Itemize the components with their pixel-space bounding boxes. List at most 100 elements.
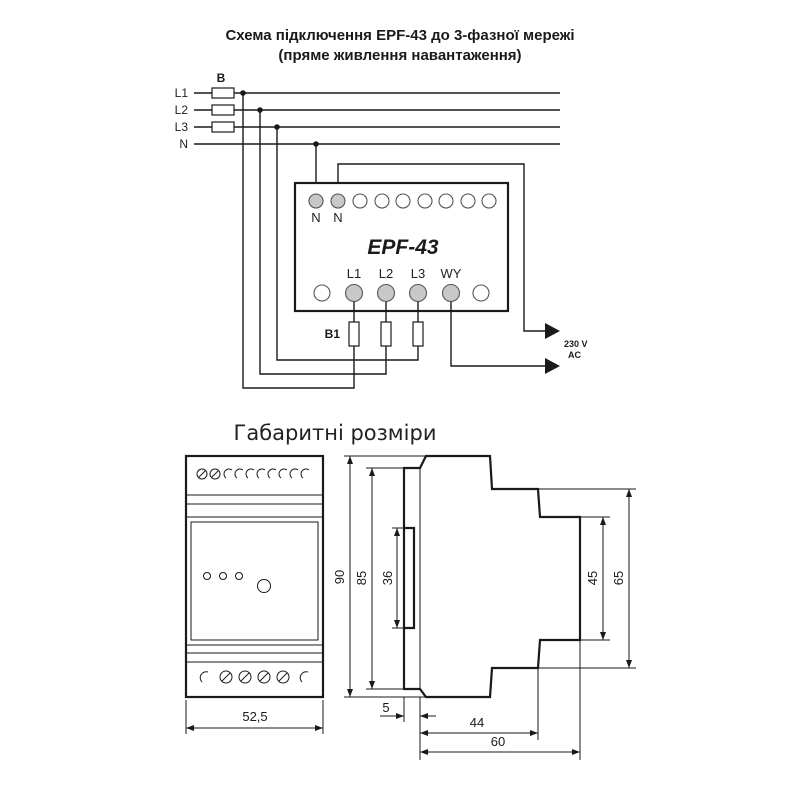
wire-l3-feed bbox=[276, 127, 419, 361]
dim-36-arrow-top bbox=[394, 528, 400, 536]
fuse-l2 bbox=[211, 104, 235, 116]
terminal-top-3 bbox=[223, 468, 233, 479]
terminal-bottom-wy bbox=[441, 283, 461, 303]
line-label-n: N bbox=[179, 137, 188, 151]
output-arrow-n bbox=[545, 323, 560, 339]
terminal-top-1 bbox=[308, 193, 324, 209]
terminal-bottom-1 bbox=[199, 671, 209, 683]
terminal-top-3 bbox=[352, 193, 368, 209]
led-2 bbox=[219, 572, 227, 580]
wire-l1-feed bbox=[242, 93, 355, 389]
terminal-label-n2: N bbox=[333, 210, 342, 225]
screw-bottom-3 bbox=[238, 670, 252, 684]
fuse-b1-label: B1 bbox=[325, 327, 341, 341]
terminal-label-wy: WY bbox=[441, 266, 462, 281]
b1-fuses bbox=[348, 321, 424, 347]
dim-44-label: 44 bbox=[470, 715, 484, 730]
wire-wy-output bbox=[450, 302, 545, 367]
wiring-diagram: Схема підключення EPF-43 до 3-фазної мер… bbox=[175, 27, 588, 389]
dim-45-arrow-top bbox=[600, 517, 606, 525]
terminal-top-7 bbox=[267, 468, 277, 479]
terminal-top-4 bbox=[234, 468, 244, 479]
screw-slot bbox=[259, 672, 269, 682]
terminal-bottom-l1 bbox=[344, 283, 364, 303]
terminal-top-8 bbox=[460, 193, 476, 209]
output-arrow-wy bbox=[545, 358, 560, 374]
dim-65-label: 65 bbox=[611, 571, 626, 585]
terminal-bottom-l3 bbox=[408, 283, 428, 303]
screw-bottom-2 bbox=[219, 670, 233, 684]
screw-slot bbox=[221, 672, 231, 682]
front-bottom-screws bbox=[199, 670, 309, 684]
wire-n-output bbox=[337, 163, 545, 332]
terminal-top-5 bbox=[395, 193, 411, 209]
dim-5-label: 5 bbox=[382, 700, 389, 715]
width-arrow-left bbox=[186, 725, 194, 731]
fuse-b1-l3 bbox=[412, 321, 424, 347]
din-rail-clip bbox=[404, 526, 416, 630]
adjust-knob bbox=[257, 579, 271, 593]
width-arrow-right bbox=[315, 725, 323, 731]
dim-90-label: 90 bbox=[332, 570, 347, 584]
terminal-top-9 bbox=[481, 193, 497, 209]
screw-slot bbox=[240, 672, 250, 682]
terminal-top-6 bbox=[256, 468, 266, 479]
output-ac-label: AC bbox=[568, 350, 581, 360]
fuse-l1 bbox=[211, 87, 235, 99]
bottom-terminal-row bbox=[313, 283, 490, 303]
dim-5-arrow-left bbox=[396, 713, 404, 719]
terminal-label-l3: L3 bbox=[411, 266, 425, 281]
screw-slot bbox=[198, 470, 206, 478]
line-label-l1: L1 bbox=[175, 86, 189, 100]
terminal-label-l1: L1 bbox=[347, 266, 361, 281]
screw-slot bbox=[211, 470, 219, 478]
screw-top-1 bbox=[196, 468, 208, 480]
terminal-top-9 bbox=[289, 468, 299, 479]
dim-90-arrow-top bbox=[347, 456, 353, 464]
led-3 bbox=[235, 572, 243, 580]
screw-bottom-5 bbox=[276, 670, 290, 684]
output-voltage-label: 230 V bbox=[564, 339, 588, 349]
dim-45-label: 45 bbox=[585, 571, 600, 585]
front-outline bbox=[184, 454, 325, 699]
fuse-group-label: B bbox=[217, 71, 226, 85]
terminal-bottom-1 bbox=[313, 284, 331, 302]
terminal-bottom-6 bbox=[472, 284, 490, 302]
side-view: 90 85 36 45 65 bbox=[332, 454, 636, 760]
fuse-l3 bbox=[211, 121, 235, 133]
line-label-l3: L3 bbox=[175, 120, 189, 134]
terminal-top-5 bbox=[245, 468, 255, 479]
dim-85-label: 85 bbox=[354, 571, 369, 585]
line-label-l2: L2 bbox=[175, 103, 189, 117]
diagram-title: Схема підключення EPF-43 до 3-фазної мер… bbox=[225, 27, 574, 44]
dim-65-arrow-top bbox=[626, 489, 632, 497]
terminal-top-2 bbox=[330, 193, 346, 209]
screw-top-2 bbox=[209, 468, 221, 480]
terminal-label-n1: N bbox=[311, 210, 320, 225]
front-view: 52,5 bbox=[184, 454, 325, 734]
dim-65-arrow-bottom bbox=[626, 660, 632, 668]
dim-5-arrow-right bbox=[420, 713, 428, 719]
terminal-top-6 bbox=[417, 193, 433, 209]
terminal-top-7 bbox=[438, 193, 454, 209]
dim-width-label: 52,5 bbox=[242, 709, 267, 724]
dim-60-arrow-right bbox=[572, 749, 580, 755]
fuse-b1-l1 bbox=[348, 321, 360, 347]
front-panel-inner bbox=[190, 521, 319, 641]
dim-44-arrow-left bbox=[420, 730, 428, 736]
dim-85-arrow-top bbox=[369, 468, 375, 476]
dim-36-label: 36 bbox=[380, 571, 395, 585]
terminal-bottom-6 bbox=[299, 671, 309, 683]
dim-85-arrow-bottom bbox=[369, 681, 375, 689]
terminal-top-10 bbox=[300, 468, 310, 479]
input-fuses bbox=[211, 87, 235, 133]
front-top-screws bbox=[196, 468, 310, 480]
dimensions-heading: Габаритні розміри bbox=[234, 421, 437, 445]
dim-44-arrow-right bbox=[530, 730, 538, 736]
terminal-top-8 bbox=[278, 468, 288, 479]
dimension-drawings: Габаритні розміри bbox=[184, 421, 636, 760]
front-panel-outer bbox=[185, 516, 324, 646]
dim-60-arrow-left bbox=[420, 749, 428, 755]
